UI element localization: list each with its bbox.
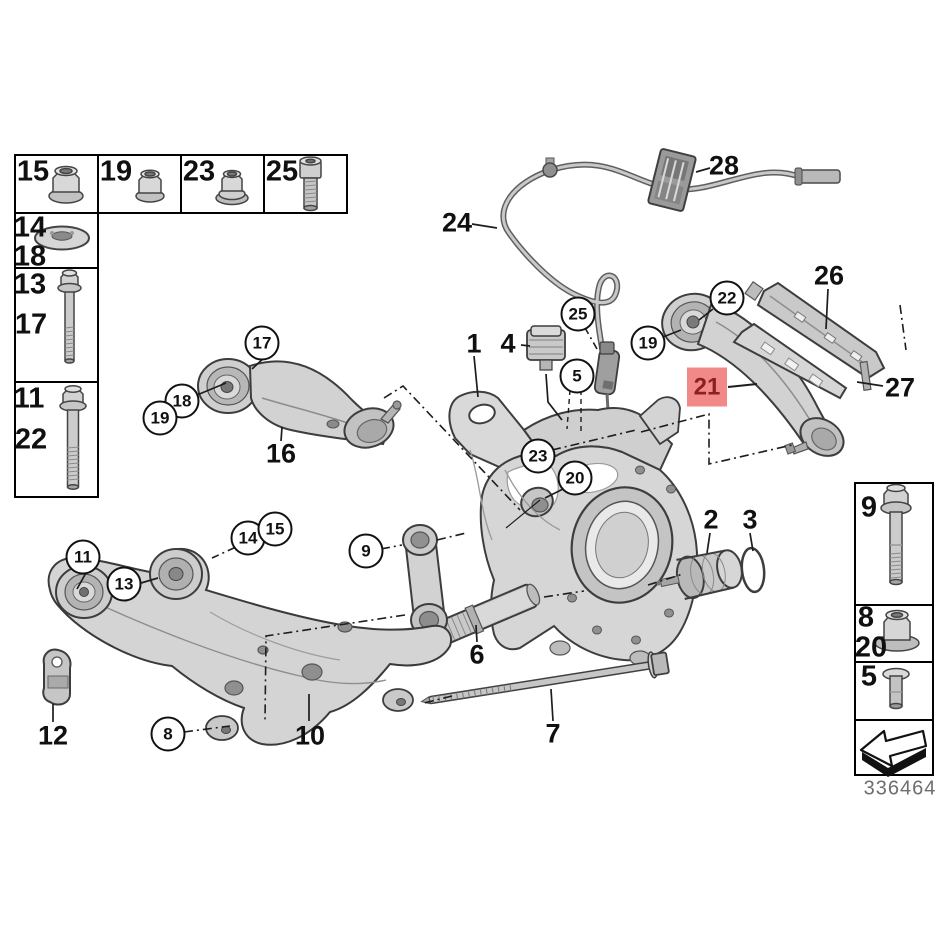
upper-arm-21: [661, 292, 845, 457]
legend-grid-top-left: [14, 154, 348, 498]
callout-7: 7: [545, 718, 561, 749]
holder-bracket-12: [42, 648, 72, 706]
callout-3: 3: [742, 504, 758, 535]
legend-label-9: 9: [860, 491, 878, 524]
callout-16: 16: [265, 438, 297, 469]
socket-head-screw-icon: [299, 156, 322, 212]
flange-bolt-icon: [59, 385, 87, 490]
callout-circled-11: 11: [65, 539, 101, 575]
legend-label-5: 5: [860, 660, 878, 693]
legend-label-19: 19: [99, 155, 133, 188]
bushing-2: [656, 549, 743, 600]
callout-10: 10: [294, 720, 326, 751]
legend-label-14: 14: [13, 211, 47, 244]
legend-label-22: 22: [14, 423, 48, 456]
callout-1: 1: [466, 328, 482, 359]
guide-rail-27: [732, 322, 848, 400]
callout-6: 6: [469, 639, 485, 670]
legend-label-18: 18: [13, 240, 47, 273]
callout-circled-23: 23: [520, 438, 556, 474]
snap-ring-3: [740, 546, 766, 594]
direction-arrow-icon: [859, 729, 928, 777]
callout-circled-19-2: 19: [630, 325, 666, 361]
legend-label-17: 17: [14, 308, 48, 341]
callout-circled-13: 13: [106, 566, 142, 602]
callout-12: 12: [37, 720, 69, 751]
callout-28: 28: [708, 150, 740, 181]
flange-nut-icon: [48, 165, 84, 204]
callout-circled-17: 17: [244, 325, 280, 361]
leader-lines-dashdot: [183, 304, 907, 733]
legend-label-23: 23: [182, 155, 216, 188]
callout-circled-5: 5: [559, 358, 595, 394]
callout-2: 2: [703, 504, 719, 535]
legend-label-15: 15: [16, 155, 50, 188]
legend-label-8: 8: [857, 601, 875, 634]
callout-highlighted-21: 21: [687, 367, 727, 407]
trailing-arm-assembly: [47, 547, 452, 746]
flange-bolt-icon: [880, 483, 912, 586]
callout-circled-9: 9: [348, 533, 384, 569]
long-bolt-7: [420, 651, 670, 705]
callout-circled-20: 20: [557, 460, 593, 496]
callout-24: 24: [441, 207, 473, 238]
washer-icon: [34, 225, 90, 251]
blind-rivet-icon: [882, 667, 910, 710]
flange-nut-washer-icon: [215, 169, 249, 206]
callout-26: 26: [813, 260, 845, 291]
legend-label-11: 11: [13, 382, 45, 415]
flange-nut-icon: [874, 609, 920, 652]
callout-circled-15: 15: [257, 511, 293, 547]
long-flange-bolt-icon: [57, 269, 82, 364]
legend-label-13: 13: [13, 268, 47, 301]
cable-connector: [647, 148, 697, 212]
integral-link: [402, 524, 448, 637]
leader-lines-dashed: [566, 389, 582, 431]
drawing-number-336464: 336464: [863, 777, 937, 800]
callout-circled-8: 8: [150, 716, 186, 752]
legend-label-20: 20: [854, 631, 888, 664]
flange-nut-icon: [135, 169, 165, 203]
legend-label-25: 25: [265, 155, 299, 188]
callout-4: 4: [500, 328, 516, 359]
callout-circled-19: 19: [142, 400, 178, 436]
control-arm-16: [197, 358, 402, 449]
callout-circled-22: 22: [709, 280, 745, 316]
callout-circled-25: 25: [560, 296, 596, 332]
leader-lines-solid: [52, 167, 884, 722]
callout-27: 27: [884, 372, 916, 403]
